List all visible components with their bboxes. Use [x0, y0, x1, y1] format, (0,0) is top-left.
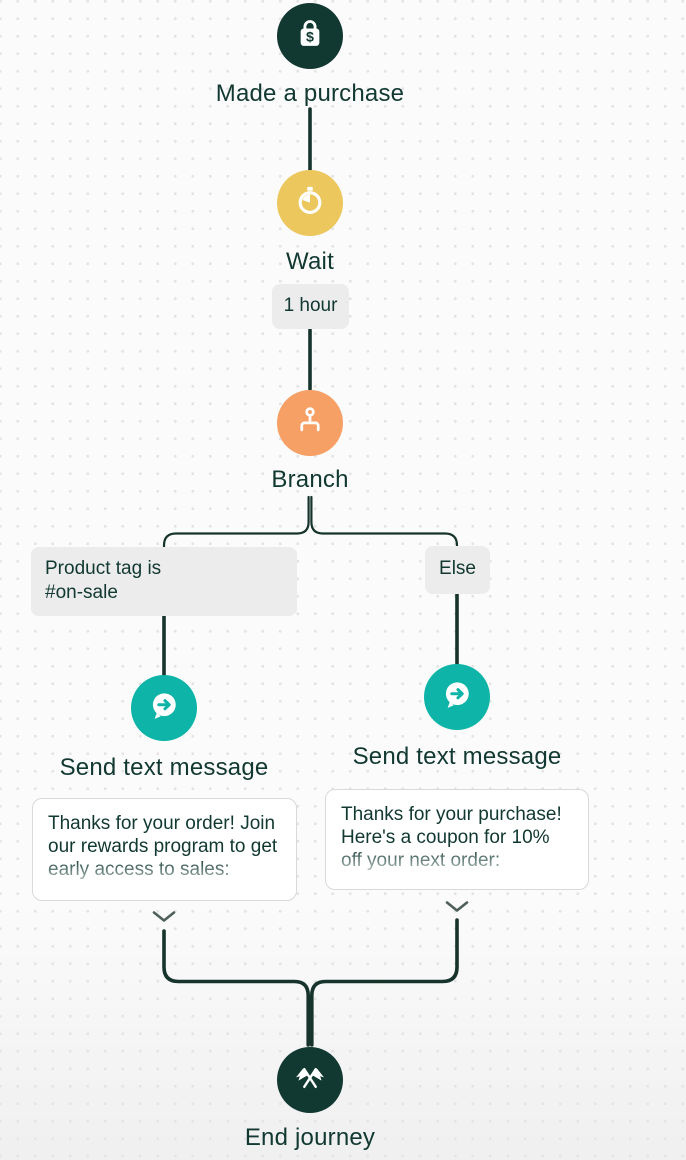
expand-message-left-chevron[interactable]	[151, 910, 177, 923]
purchase-bag-icon: $	[291, 15, 329, 58]
wire-merge-right	[310, 918, 459, 1047]
wire-branch-fork-left	[162, 495, 310, 562]
end-journey-label: End journey	[244, 1124, 376, 1151]
message-preview-right-card[interactable]: Thanks for your purchase! Here's a coupo…	[325, 789, 589, 890]
branch-node[interactable]	[277, 390, 343, 456]
end-flags-icon	[291, 1059, 329, 1102]
branch-icon	[291, 402, 329, 445]
message-preview-left-card[interactable]: Thanks for your order! Join our rewards …	[32, 798, 297, 901]
send-text-right-label: Send text message	[352, 743, 562, 770]
chevron-down-icon	[151, 910, 177, 923]
expand-message-right-chevron[interactable]	[444, 900, 470, 913]
branch-condition-else-chip[interactable]: Else	[425, 546, 490, 594]
wire-merge-left	[162, 929, 310, 1047]
branch-label: Branch	[271, 466, 349, 493]
send-text-right-node[interactable]	[424, 664, 490, 730]
wait-node[interactable]	[277, 170, 343, 236]
end-journey-node[interactable]	[277, 1047, 343, 1113]
trigger-label: Made a purchase	[215, 80, 405, 107]
send-message-icon	[438, 676, 476, 719]
wait-duration-chip[interactable]: 1 hour	[272, 284, 349, 329]
svg-text:$: $	[306, 29, 314, 45]
branch-condition-left-chip[interactable]: Product tag is #on-sale	[31, 547, 297, 616]
send-text-left-label: Send text message	[59, 754, 269, 781]
send-text-left-node[interactable]	[131, 675, 197, 741]
stopwatch-icon	[291, 182, 329, 225]
wait-label: Wait	[286, 248, 334, 275]
send-message-icon	[145, 687, 183, 730]
trigger-node[interactable]: $	[277, 3, 343, 69]
chevron-down-icon	[444, 900, 470, 913]
wire-branch-fork-right	[310, 495, 459, 562]
